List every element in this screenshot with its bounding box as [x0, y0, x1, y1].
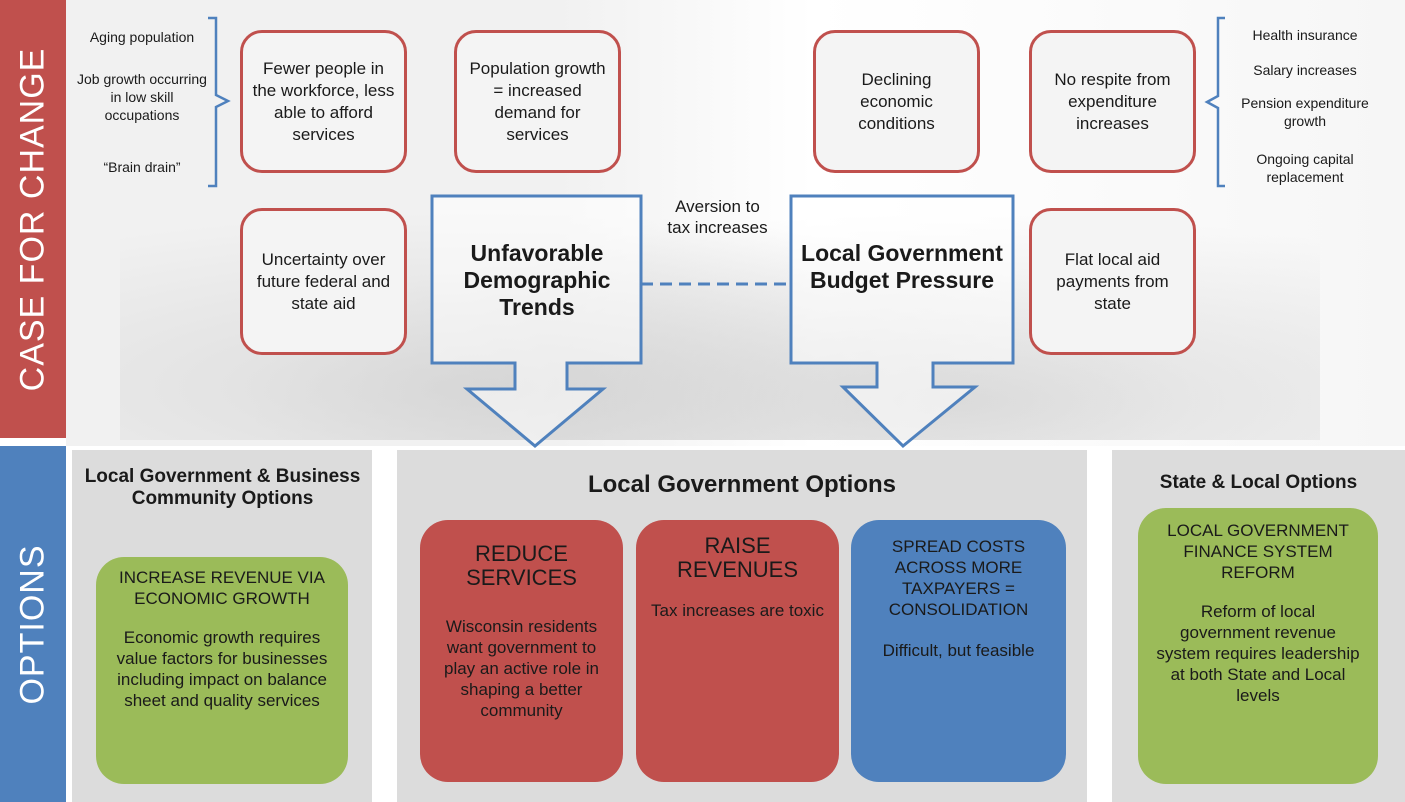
increase-revenue-body: Economic growth requires value factors f… — [116, 628, 328, 710]
demographic-arrow-shape — [430, 194, 643, 448]
no-respite-box: No respite from expenditure increases — [1029, 30, 1196, 173]
case-for-change-bar: CASE FOR CHANGE — [0, 0, 66, 438]
raise-revenues-heading: RAISE REVENUES — [676, 533, 799, 582]
workforce-text: Fewer people in the workforce, less able… — [252, 58, 395, 144]
spread-costs-pill: SPREAD COSTS ACROSS MORE TAXPAYERS = CON… — [851, 520, 1066, 782]
increase-revenue-pill: INCREASE REVENUE VIA ECONOMIC GROWTH Eco… — [96, 557, 348, 784]
flat-aid-text: Flat local aid payments from state — [1056, 249, 1169, 313]
budget-pressure-label: Local Government Budget Pressure — [801, 240, 1003, 293]
factor-pension: Pension expenditure growth — [1241, 95, 1369, 129]
business-options-title: Local Government & Business Community Op… — [84, 466, 361, 509]
increase-revenue-heading: INCREASE REVENUE VIA ECONOMIC GROWTH — [119, 568, 325, 608]
spread-costs-body: Difficult, but feasible — [882, 641, 1035, 660]
declining-text: Declining economic conditions — [858, 69, 935, 133]
factor-salary: Salary increases — [1253, 62, 1357, 78]
left-brace — [208, 16, 231, 188]
local-options-title: Local Government Options — [587, 471, 897, 498]
flat-aid-box: Flat local aid payments from state — [1029, 208, 1196, 355]
population-box: Population growth = increased demand for… — [454, 30, 621, 173]
finance-reform-pill: LOCAL GOVERNMENT FINANCE SYSTEM REFORM R… — [1138, 508, 1378, 784]
reduce-services-heading: REDUCE SERVICES — [466, 541, 577, 590]
declining-box: Declining economic conditions — [813, 30, 980, 173]
population-text: Population growth = increased demand for… — [469, 58, 606, 144]
spread-costs-heading: SPREAD COSTS ACROSS MORE TAXPAYERS = CON… — [888, 537, 1029, 619]
raise-revenues-body: Tax increases are toxic — [651, 601, 824, 620]
uncertainty-text: Uncertainty over future federal and stat… — [256, 249, 391, 313]
uncertainty-box: Uncertainty over future federal and stat… — [240, 208, 407, 355]
reduce-services-body: Wisconsin residents want government to p… — [444, 617, 599, 720]
no-respite-text: No respite from expenditure increases — [1054, 69, 1171, 133]
factor-job-growth: Job growth occurring in low skill occupa… — [77, 71, 207, 123]
budget-arrow-shape — [789, 194, 1015, 449]
finance-reform-body: Reform of local government revenue syste… — [1156, 602, 1360, 705]
factor-health-insurance: Health insurance — [1252, 27, 1358, 43]
finance-reform-heading: LOCAL GOVERNMENT FINANCE SYSTEM REFORM — [1167, 521, 1349, 582]
raise-revenues-pill: RAISE REVENUES Tax increases are toxic — [636, 520, 839, 782]
factor-aging: Aging population — [89, 29, 195, 45]
aversion-label: Aversion to tax increases — [667, 197, 768, 237]
right-brace — [1204, 16, 1225, 188]
options-bar: OPTIONS — [0, 446, 66, 802]
factor-capital: Ongoing capital replacement — [1256, 151, 1354, 185]
demographic-trends-label: Unfavorable Demographic Trends — [463, 240, 611, 320]
factor-brain-drain: “Brain drain” — [103, 159, 181, 175]
state-options-title: State & Local Options — [1159, 472, 1358, 493]
reduce-services-pill: REDUCE SERVICES Wisconsin residents want… — [420, 520, 623, 782]
workforce-box: Fewer people in the workforce, less able… — [240, 30, 407, 173]
